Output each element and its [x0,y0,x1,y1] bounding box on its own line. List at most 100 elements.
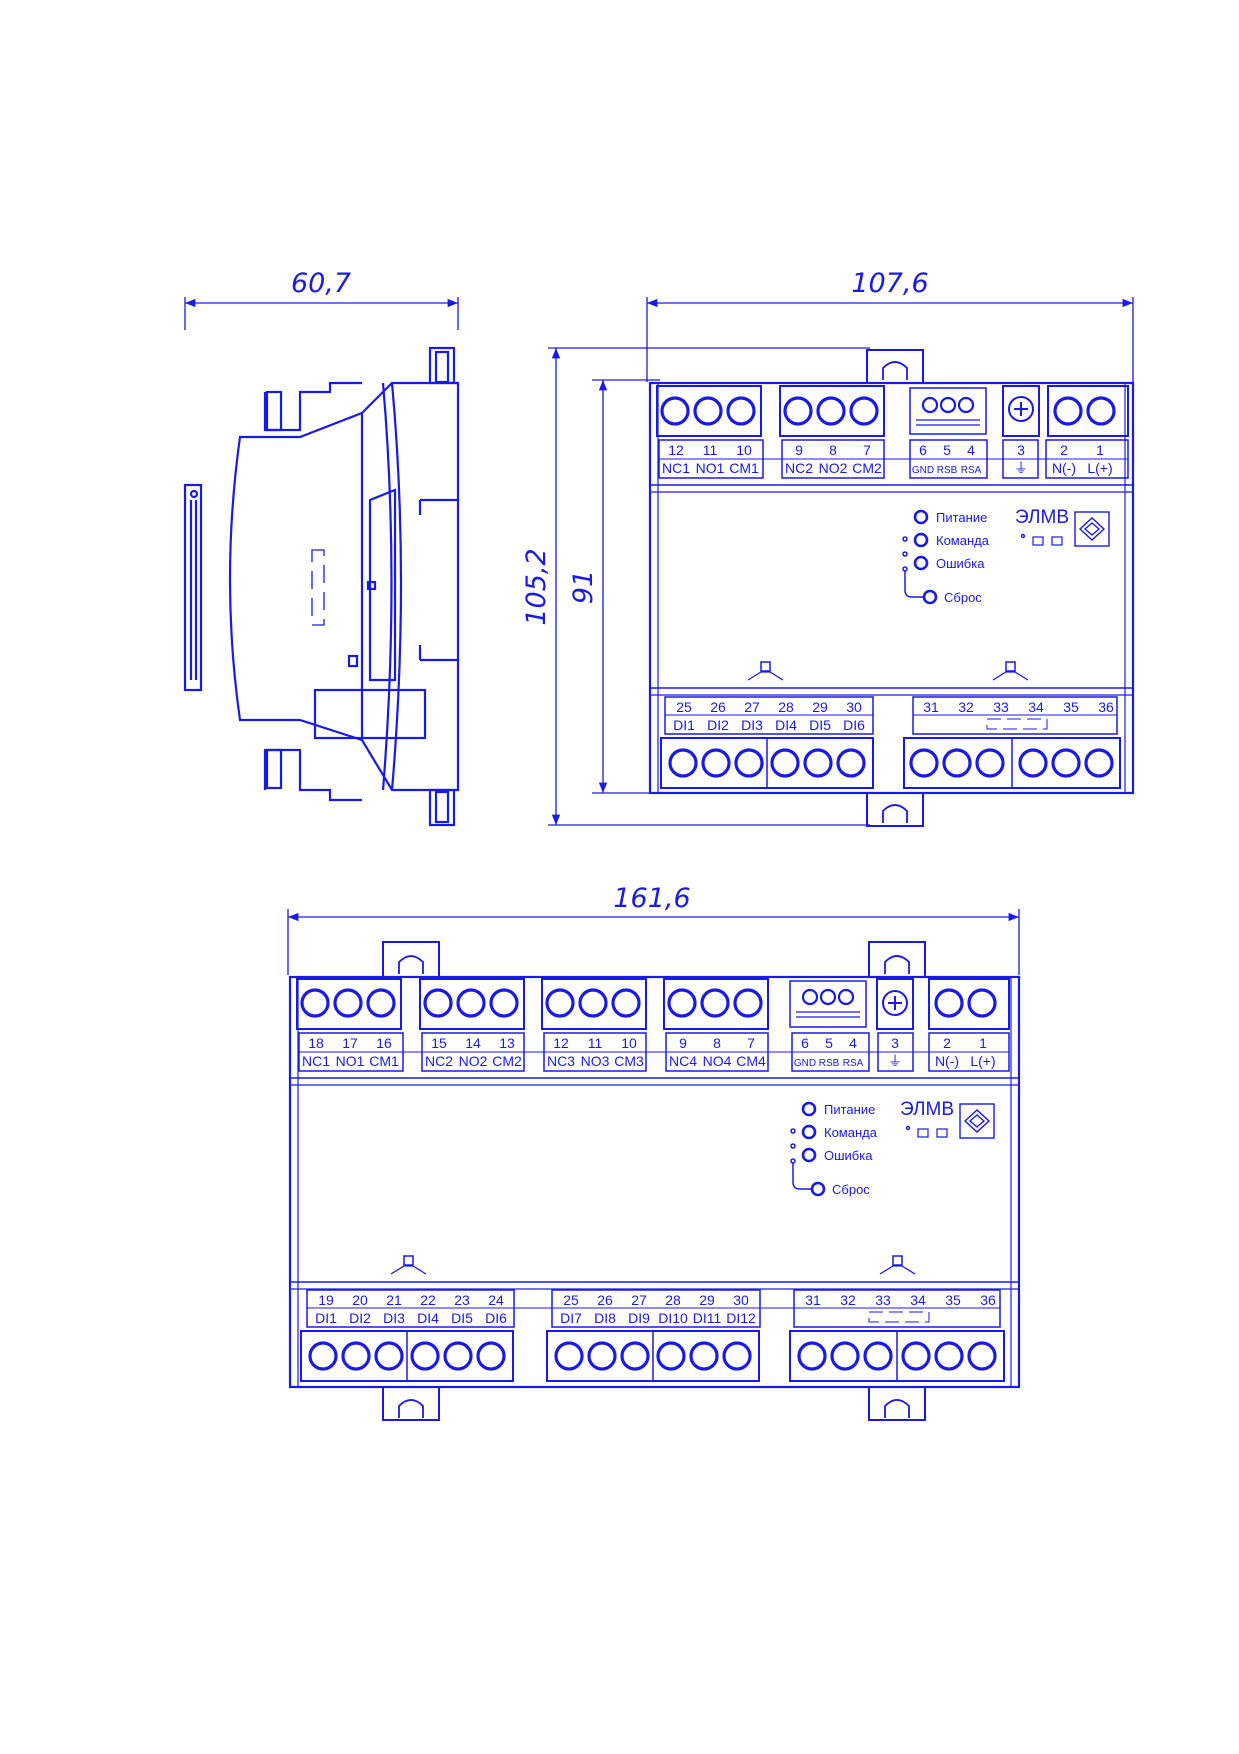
terminal-number: 5 [943,442,951,458]
terminal-number: 30 [846,699,862,715]
terminal-label: RSA [961,465,982,476]
terminal-number: 32 [958,699,974,715]
terminal-number: 9 [679,1035,687,1051]
terminal-number: 2 [943,1035,951,1051]
terminal-label: ⏚ [888,1053,902,1069]
terminal-label: NC2 [785,460,813,476]
terminal-label: NC3 [547,1053,575,1069]
terminal-number: 8 [713,1035,721,1051]
terminal-label: NC1 [302,1053,330,1069]
dimension-top-width: 107,6 [851,268,928,299]
terminal-label: DI7 [560,1310,582,1326]
terminal-number: 19 [318,1292,334,1308]
terminal-label: CM3 [614,1053,644,1069]
terminal-label: DI8 [594,1310,616,1326]
terminal-number: 18 [308,1035,324,1051]
terminal-label: DI5 [809,717,831,733]
terminal-number: 35 [945,1292,961,1308]
terminal-label: DI1 [315,1310,337,1326]
terminal-label: CM1 [729,460,759,476]
terminal-number: 6 [801,1035,809,1051]
terminal-number: 3 [891,1035,899,1051]
dimension-side-depth: 60,7 [291,268,351,299]
terminal-number: 28 [778,699,794,715]
terminal-number: 20 [352,1292,368,1308]
terminal-number: 33 [875,1292,891,1308]
terminal-number: 1 [979,1035,987,1051]
terminal-number: 28 [665,1292,681,1308]
terminal-number: 27 [631,1292,647,1308]
terminal-number: 31 [805,1292,821,1308]
terminal-label: DI6 [485,1310,507,1326]
terminal-number: 27 [744,699,760,715]
terminal-label: N(-) [935,1053,959,1069]
terminal-number: 1 [1096,442,1104,458]
terminal-number: 26 [710,699,726,715]
terminal-label: DI3 [741,717,763,733]
terminal-number: 21 [386,1292,402,1308]
terminal-number: 7 [863,442,871,458]
terminal-number: 4 [967,442,975,458]
terminal-label: DI4 [775,717,797,733]
terminal-label: L(+) [970,1053,995,1069]
terminal-number: 8 [829,442,837,458]
terminal-label: GND [794,1058,816,1069]
brand-label: ЭЛМВ [900,1099,954,1120]
terminal-number: 11 [703,442,718,458]
terminal-number: 11 [588,1035,603,1051]
top-view-panel-texts: Питание Команда Ошибка Сброс ЭЛМВ [936,507,1069,605]
terminal-label: DI3 [383,1310,405,1326]
terminal-label: NO1 [696,460,725,476]
terminal-number: 2 [1060,442,1068,458]
terminal-label: NC1 [662,460,690,476]
terminal-label: DI4 [417,1310,439,1326]
dimension-total-height: 105,2 [521,548,552,625]
terminal-label: NO2 [459,1053,488,1069]
terminal-number: 35 [1063,699,1079,715]
terminal-number: 4 [849,1035,857,1051]
terminal-number: 3 [1017,442,1025,458]
terminal-label: RSA [843,1058,864,1069]
indicator-error-label: Ошибка [824,1148,873,1163]
indicator-power-label: Питание [936,510,987,525]
terminal-number: 24 [488,1292,504,1308]
terminal-number: 32 [840,1292,856,1308]
terminal-number: 34 [1028,699,1044,715]
device-bottom-view [288,941,1021,1421]
terminal-label: RSB [937,465,958,476]
dimension-texts: 60,7 107,6 161,6 105,2 91 [291,268,929,914]
terminal-number: 31 [923,699,939,715]
terminal-label: CM1 [369,1053,399,1069]
indicator-power-label: Питание [824,1102,875,1117]
terminal-label: NC2 [425,1053,453,1069]
terminal-number: 36 [1098,699,1114,715]
terminal-number: 23 [454,1292,470,1308]
terminal-number: 10 [736,442,752,458]
terminal-number: 34 [910,1292,926,1308]
terminal-label: N(-) [1052,460,1076,476]
terminal-label: RSB [819,1058,840,1069]
dimension-body-height: 91 [568,570,599,604]
terminal-label: DI12 [726,1310,756,1326]
terminal-number: 29 [812,699,828,715]
reset-button-label: Сброс [832,1182,870,1197]
indicator-command-label: Команда [824,1125,878,1140]
terminal-label: DI9 [628,1310,650,1326]
terminal-label: CM2 [492,1053,522,1069]
terminal-number: 5 [825,1035,833,1051]
terminal-number: 25 [676,699,692,715]
terminal-label: NO3 [581,1053,610,1069]
terminal-number: 10 [621,1035,637,1051]
dimension-lines [184,297,1134,975]
terminal-label: DI10 [658,1310,688,1326]
device-top-view [648,349,1135,827]
terminal-number: 25 [563,1292,579,1308]
terminal-number: 16 [376,1035,392,1051]
terminal-number: 30 [733,1292,749,1308]
terminal-number: 15 [431,1035,447,1051]
indicator-command-label: Команда [936,533,990,548]
terminal-number: 22 [420,1292,436,1308]
terminal-number: 26 [597,1292,613,1308]
